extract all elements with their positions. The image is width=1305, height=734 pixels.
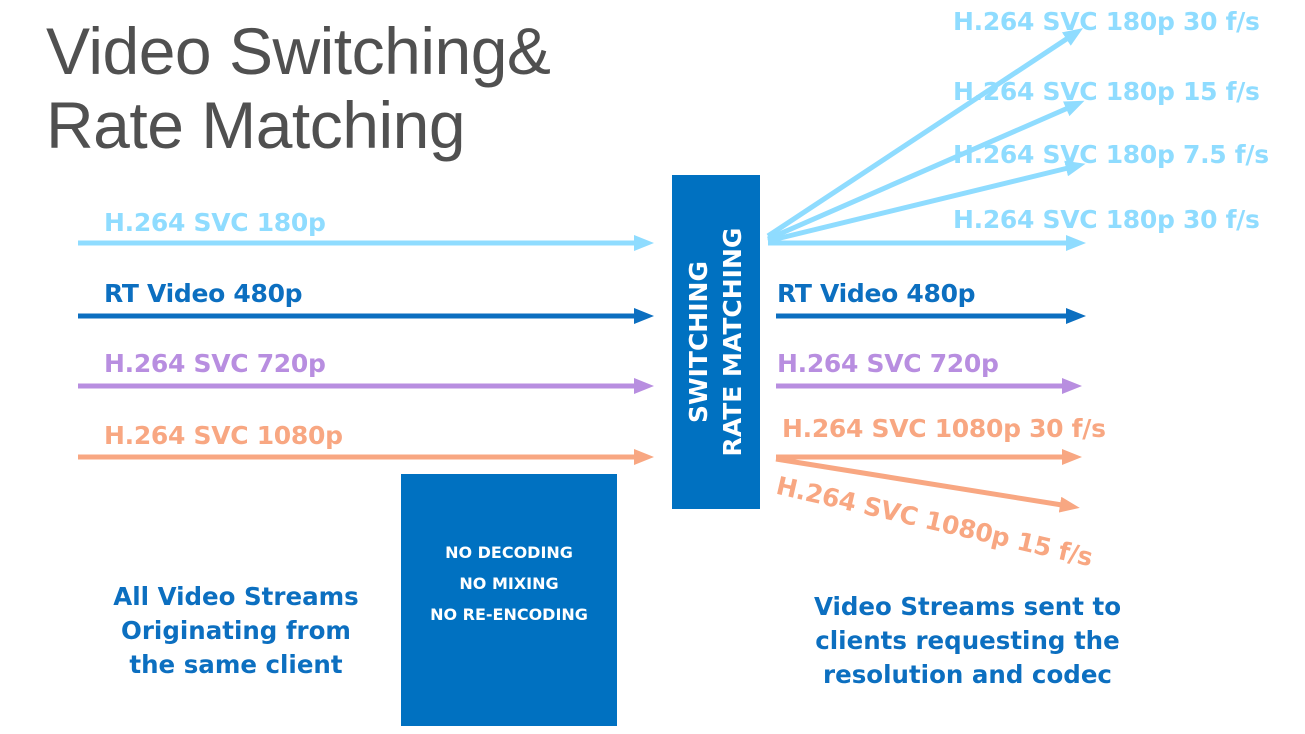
output-arrow-180p-7-5 <box>767 160 1086 244</box>
title-line-1: Video Switching& <box>46 14 551 88</box>
input-label-480p: RT Video 480p <box>104 279 303 308</box>
page-title: Video Switching& Rate Matching <box>46 14 551 162</box>
switching-label: SWITCHING <box>684 261 713 423</box>
output-arrow-180p-30-top <box>766 28 1084 239</box>
no-reencoding-label: NO RE-ENCODING <box>430 604 588 624</box>
switching-box: SWITCHING RATE MATCHING <box>672 175 760 509</box>
output-label-180p-7-5: H.264 SVC 180p 7.5 f/s <box>953 140 1269 169</box>
output-label-1080p-30: H.264 SVC 1080p 30 f/s <box>782 414 1106 443</box>
no-mixing-label: NO MIXING <box>459 573 559 593</box>
no-processing-box: NO DECODING NO MIXING NO RE-ENCODING <box>401 474 617 726</box>
output-label-180p-30-top: H.264 SVC 180p 30 f/s <box>953 7 1260 36</box>
left-note-line-2: Originating from <box>121 616 351 645</box>
output-label-480p: RT Video 480p <box>777 279 976 308</box>
switching-box-text: SWITCHING RATE MATCHING <box>682 177 750 507</box>
title-line-2: Rate Matching <box>46 88 466 162</box>
rate-matching-label: RATE MATCHING <box>718 227 747 457</box>
right-note-line-3: resolution and codec <box>823 660 1112 689</box>
right-note-line-1: Video Streams sent to <box>813 592 1122 621</box>
left-note: All Video Streams Originating from the s… <box>96 580 376 682</box>
left-note-line-3: the same client <box>129 650 343 679</box>
output-label-180p-15: H.264 SVC 180p 15 f/s <box>953 77 1260 106</box>
input-label-180p: H.264 SVC 180p <box>104 208 326 237</box>
input-label-1080p: H.264 SVC 1080p <box>104 421 343 450</box>
output-label-180p-30: H.264 SVC 180p 30 f/s <box>953 205 1260 234</box>
output-label-720p: H.264 SVC 720p <box>777 349 999 378</box>
input-label-720p: H.264 SVC 720p <box>104 349 326 378</box>
right-note-line-2: clients requesting the <box>815 626 1120 655</box>
right-note: Video Streams sent to clients requesting… <box>790 590 1145 692</box>
no-decoding-label: NO DECODING <box>445 542 573 562</box>
output-arrow-1080p-15 <box>775 456 1080 513</box>
output-arrow-180p-15 <box>766 100 1085 242</box>
left-note-line-1: All Video Streams <box>113 582 359 611</box>
